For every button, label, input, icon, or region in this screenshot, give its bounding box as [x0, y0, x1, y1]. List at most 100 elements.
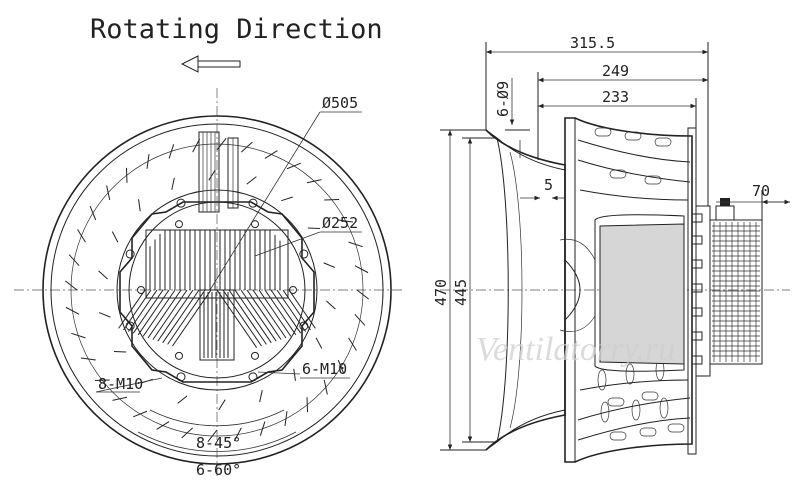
blade-slot-round: [600, 401, 610, 423]
motor-flange-side: [695, 205, 711, 377]
mounting-hole: [299, 249, 309, 259]
terminal-box: [715, 205, 735, 221]
blade-slot: [644, 175, 662, 185]
blade-slot: [641, 391, 659, 401]
blade: [89, 206, 97, 221]
drawing-title: Rotating Direction: [90, 14, 383, 45]
inlet-mouth: [496, 137, 509, 443]
blade-inner: [208, 169, 216, 181]
angle-arc-45: [149, 409, 285, 427]
grille-diag: [167, 289, 206, 345]
blade-inner: [98, 270, 108, 280]
blade-inner: [326, 300, 336, 310]
mounting-hole: [176, 372, 186, 382]
blade-slot: [607, 397, 625, 407]
mounting-hole: [299, 321, 309, 331]
label-315: 315.5: [570, 34, 615, 52]
blade: [112, 396, 128, 401]
grille-diag: [234, 289, 272, 344]
flange-bolt: [691, 213, 703, 223]
side-view: 315.5 249 233 6-Ø9 5 70 470 445: [432, 34, 790, 463]
blade: [338, 219, 354, 223]
blade-slot: [624, 131, 642, 141]
grille-center: [199, 289, 235, 361]
blade: [356, 289, 370, 300]
blade: [264, 150, 278, 159]
motor-fins: [712, 222, 760, 362]
blade: [192, 138, 201, 153]
label-5: 5: [544, 176, 553, 194]
blade: [71, 332, 86, 339]
grille-diag: [288, 289, 316, 329]
grille-diag: [127, 289, 158, 332]
blade-inner: [98, 312, 111, 318]
grille-diag: [137, 289, 170, 336]
flange-bolt: [691, 307, 703, 317]
blade-inner: [259, 390, 263, 403]
blade: [207, 429, 218, 443]
angle-arc-60: [137, 431, 297, 452]
blade-slot: [609, 431, 627, 441]
blade-slot-round: [597, 369, 607, 391]
flange-bolt: [691, 355, 703, 365]
mounting-hole: [176, 198, 186, 208]
blade: [77, 229, 86, 243]
leader-252: [254, 231, 321, 257]
blade-slot: [654, 137, 672, 147]
blade: [354, 265, 369, 274]
motor-hole: [289, 286, 297, 294]
outer-ring: [42, 115, 392, 465]
rotation-arrow-icon: [180, 55, 241, 73]
blade: [168, 144, 175, 159]
label-6-9: 6-Ø9: [494, 81, 512, 117]
blade: [146, 153, 150, 169]
hub-body: [594, 214, 685, 372]
flange-circle: [116, 189, 318, 391]
grille-diag: [157, 289, 194, 342]
leader-6m10: [257, 371, 301, 375]
grille-diag: [276, 289, 307, 332]
mounting-hole: [125, 249, 135, 259]
motor-outline: [128, 201, 306, 379]
blade: [306, 179, 322, 184]
flange-bolt: [691, 259, 703, 269]
blade-slot-round: [625, 363, 635, 385]
motor-hole: [137, 286, 145, 294]
grille-diag: [264, 289, 297, 336]
blade-slots: [594, 127, 685, 441]
blade-slot-round: [659, 397, 669, 419]
label-diameter-505: Ø505: [322, 94, 358, 112]
blade-slot: [639, 427, 657, 437]
grille-diag: [282, 289, 311, 331]
blade: [94, 379, 110, 382]
blade-inner: [315, 337, 323, 349]
flange-bolt: [691, 235, 703, 245]
label-70: 70: [752, 182, 770, 200]
label-249: 249: [602, 62, 629, 80]
blade: [284, 411, 288, 427]
blade-inner: [281, 196, 293, 202]
label-233: 233: [602, 88, 629, 106]
blade: [125, 167, 128, 183]
flange-bolt: [691, 331, 703, 341]
blade: [240, 141, 253, 153]
outer-ring-inner: [50, 123, 384, 457]
label-445: 445: [452, 279, 470, 306]
grille-frame: [145, 229, 289, 299]
label-8-m10: 8-M10: [98, 375, 143, 393]
blade: [354, 313, 366, 326]
blade: [106, 185, 111, 201]
mounting-holes: [125, 198, 309, 382]
blade: [337, 359, 345, 374]
blade: [68, 254, 80, 267]
bolts-side: [691, 213, 703, 365]
blade-inner: [246, 176, 257, 185]
cable-bundle: [198, 131, 239, 213]
blade-slot-round: [631, 399, 641, 421]
blade-inner: [177, 395, 188, 404]
grille-diag: [216, 289, 258, 348]
motor-hole: [175, 220, 183, 229]
watermark: Ventilatorry.ru: [476, 331, 675, 368]
motor-hole: [251, 220, 259, 229]
blade-slot: [594, 127, 612, 137]
